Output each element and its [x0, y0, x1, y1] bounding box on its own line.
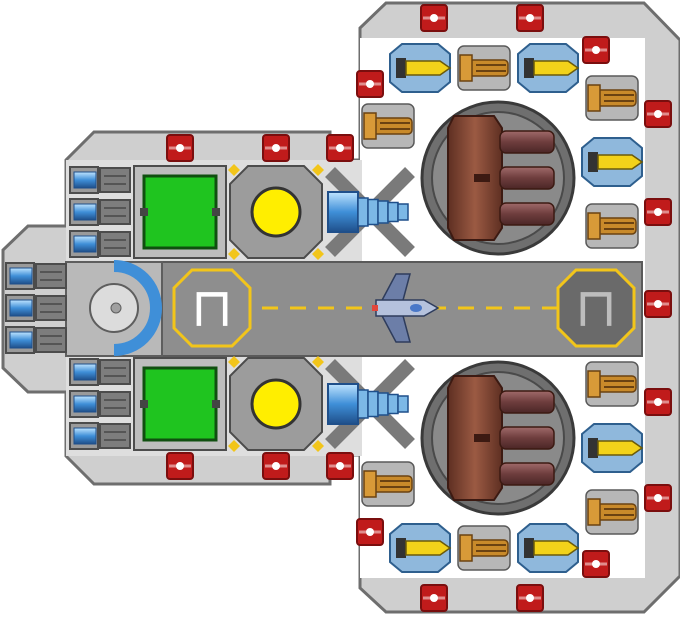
- thruster-pod: [5, 294, 67, 322]
- armor-plate: [582, 36, 610, 64]
- missile-launcher[interactable]: [581, 423, 644, 473]
- fighter-craft[interactable]: [372, 273, 440, 343]
- shield-generator[interactable]: [65, 260, 163, 357]
- autocannon[interactable]: [585, 203, 639, 249]
- missile-launcher[interactable]: [517, 43, 580, 93]
- armor-plate: [166, 452, 194, 480]
- reactor-core[interactable]: [228, 356, 324, 452]
- thruster-pod: [69, 422, 131, 450]
- control-screen[interactable]: [133, 357, 227, 451]
- thruster-pod: [5, 326, 67, 354]
- thruster-pod: [5, 262, 67, 290]
- autocannon[interactable]: [457, 525, 511, 571]
- control-screen[interactable]: [133, 165, 227, 259]
- engine-coil[interactable]: [325, 167, 415, 257]
- armor-plate: [420, 584, 448, 612]
- heavy-turret[interactable]: [420, 360, 576, 516]
- landing-pad-left-symbol: ⊓: [191, 276, 233, 339]
- thruster-pod: [69, 358, 131, 386]
- armor-plate: [262, 452, 290, 480]
- thruster-pod: [69, 198, 131, 226]
- autocannon[interactable]: [585, 75, 639, 121]
- thrusters-layer: [5, 166, 131, 450]
- armor-plate: [516, 584, 544, 612]
- armor-plates-layer: [166, 4, 672, 612]
- autocannon[interactable]: [585, 489, 639, 535]
- armor-plate: [582, 550, 610, 578]
- armor-plate: [326, 452, 354, 480]
- thruster-pod: [69, 390, 131, 418]
- missile-launcher[interactable]: [581, 137, 644, 187]
- armor-plate: [326, 134, 354, 162]
- armor-plate: [644, 100, 672, 128]
- armor-plate: [644, 388, 672, 416]
- armor-plate: [644, 484, 672, 512]
- armor-plate: [262, 134, 290, 162]
- thruster-pod: [69, 230, 131, 258]
- armor-plate: [644, 198, 672, 226]
- weapons-layer: [361, 43, 644, 573]
- autocannon[interactable]: [361, 103, 415, 149]
- armor-plate: [644, 290, 672, 318]
- reactor-core[interactable]: [228, 164, 324, 260]
- landing-pad-left[interactable]: ⊓: [172, 268, 252, 348]
- armor-plate: [420, 4, 448, 32]
- engine-coil[interactable]: [325, 359, 415, 449]
- armor-plate: [516, 4, 544, 32]
- autocannon[interactable]: [361, 461, 415, 507]
- autocannon[interactable]: [585, 361, 639, 407]
- missile-launcher[interactable]: [389, 43, 452, 93]
- autocannon[interactable]: [457, 45, 511, 91]
- modules-layer: [133, 164, 415, 452]
- heavy-turret[interactable]: [420, 100, 576, 256]
- armor-plate: [166, 134, 194, 162]
- turrets-layer: [420, 100, 576, 516]
- missile-launcher[interactable]: [389, 523, 452, 573]
- missile-launcher[interactable]: [517, 523, 580, 573]
- armor-plate: [356, 518, 384, 546]
- armor-plate: [356, 70, 384, 98]
- thruster-pod: [69, 166, 131, 194]
- landing-pad-right[interactable]: ⊓: [556, 268, 636, 348]
- landing-pad-right-symbol: ⊓: [575, 276, 617, 339]
